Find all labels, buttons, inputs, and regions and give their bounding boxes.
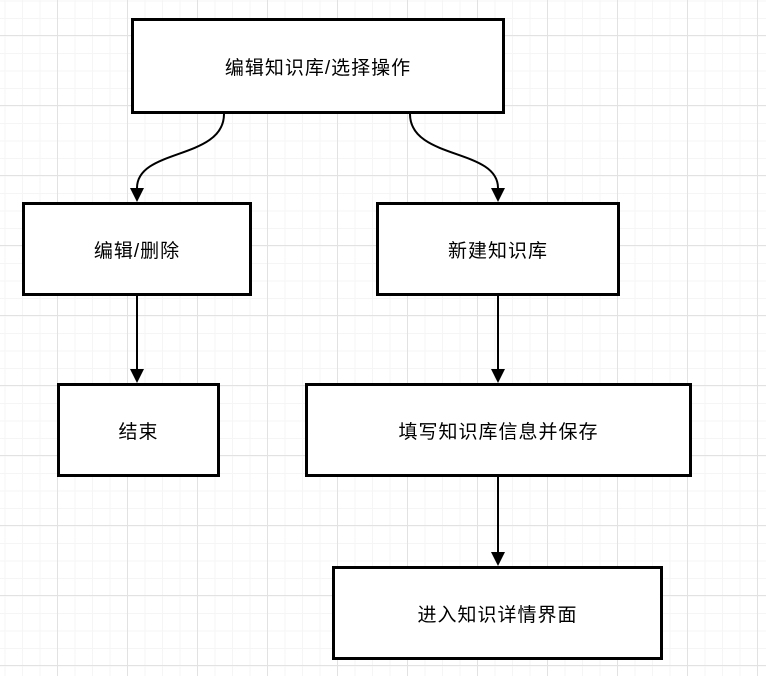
connector-edit-delete-to-end[interactable] xyxy=(130,296,144,383)
node-label: 结束 xyxy=(118,421,159,443)
node-label: 新建知识库 xyxy=(447,240,548,262)
node-label: 进入知识详情界面 xyxy=(417,604,578,626)
arrowhead-icon xyxy=(491,188,505,202)
node-label: 编辑知识库/选择操作 xyxy=(224,57,412,79)
connector-fill-info-save-to-enter-detail[interactable] xyxy=(491,477,505,566)
arrowhead-icon xyxy=(491,369,505,383)
node-edit-delete[interactable]: 编辑/删除 xyxy=(22,202,252,296)
node-fill-info-save[interactable]: 填写知识库信息并保存 xyxy=(305,383,692,477)
connector-select-operation-to-create-kb[interactable] xyxy=(409,113,505,202)
arrowhead-icon xyxy=(491,552,505,566)
node-end[interactable]: 结束 xyxy=(57,383,220,477)
node-enter-detail[interactable]: 进入知识详情界面 xyxy=(332,566,663,660)
connector-create-kb-to-fill-info-save[interactable] xyxy=(491,296,505,383)
node-create-kb[interactable]: 新建知识库 xyxy=(376,202,620,296)
node-label: 编辑/删除 xyxy=(93,240,181,262)
node-select-operation[interactable]: 编辑知识库/选择操作 xyxy=(131,18,505,114)
arrowhead-icon xyxy=(130,188,144,202)
connector-select-operation-to-edit-delete[interactable] xyxy=(130,113,225,202)
arrowhead-icon xyxy=(130,369,144,383)
node-label: 填写知识库信息并保存 xyxy=(398,421,599,443)
